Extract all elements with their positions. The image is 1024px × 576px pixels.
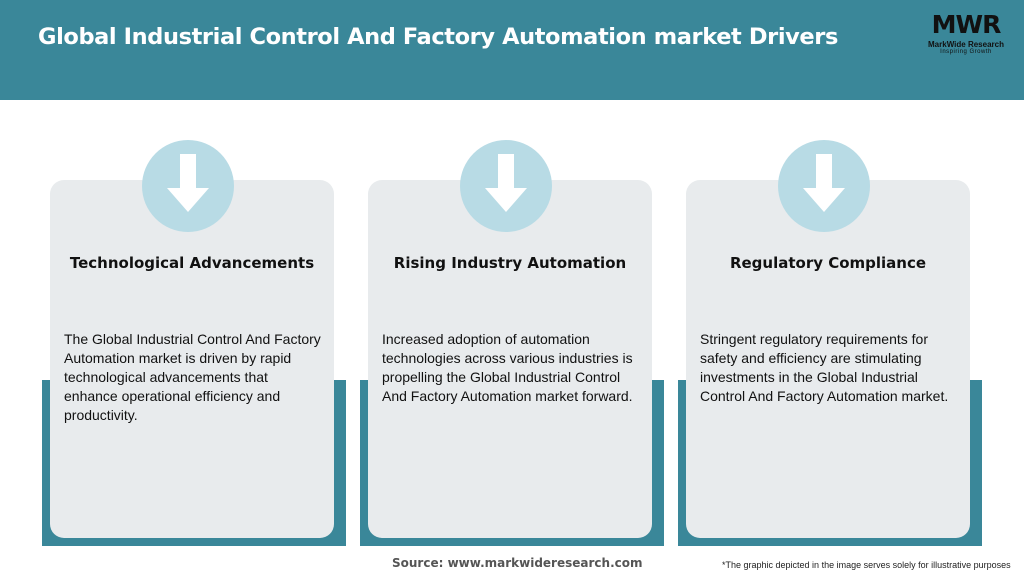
card-panel bbox=[368, 180, 652, 538]
source-citation: Source: www.markwideresearch.com bbox=[392, 556, 643, 570]
brand-logo: MWR MarkWide Research Inspiring Growth bbox=[920, 10, 1012, 60]
driver-card-technological-advancements: Technological Advancements The Global In… bbox=[42, 140, 346, 548]
card-body: The Global Industrial Control And Factor… bbox=[64, 331, 321, 423]
card-heading: Regulatory Compliance bbox=[729, 254, 927, 272]
header-banner: Global Industrial Control And Factory Au… bbox=[0, 0, 1024, 100]
logo-name: MarkWide Research bbox=[928, 40, 1004, 49]
card-heading: Technological Advancements bbox=[69, 254, 315, 272]
card-body: Stringent regulatory requirements for sa… bbox=[700, 331, 949, 404]
driver-card-rising-industry-automation: Rising Industry Automation Increased ado… bbox=[360, 140, 664, 548]
logo-mark: MWR bbox=[931, 10, 1002, 39]
down-arrow-icon bbox=[460, 140, 552, 232]
card-heading: Rising Industry Automation bbox=[393, 254, 627, 272]
disclaimer-note: *The graphic depicted in the image serve… bbox=[722, 560, 1011, 570]
card-body: Increased adoption of automation technol… bbox=[382, 331, 633, 404]
logo-tagline: Inspiring Growth bbox=[940, 49, 992, 55]
down-arrow-icon bbox=[142, 140, 234, 232]
card-panel bbox=[686, 180, 970, 538]
driver-card-regulatory-compliance: Regulatory Compliance Stringent regulato… bbox=[678, 140, 982, 548]
card-panel bbox=[50, 180, 334, 538]
page-title: Global Industrial Control And Factory Au… bbox=[38, 24, 838, 50]
down-arrow-icon bbox=[778, 140, 870, 232]
